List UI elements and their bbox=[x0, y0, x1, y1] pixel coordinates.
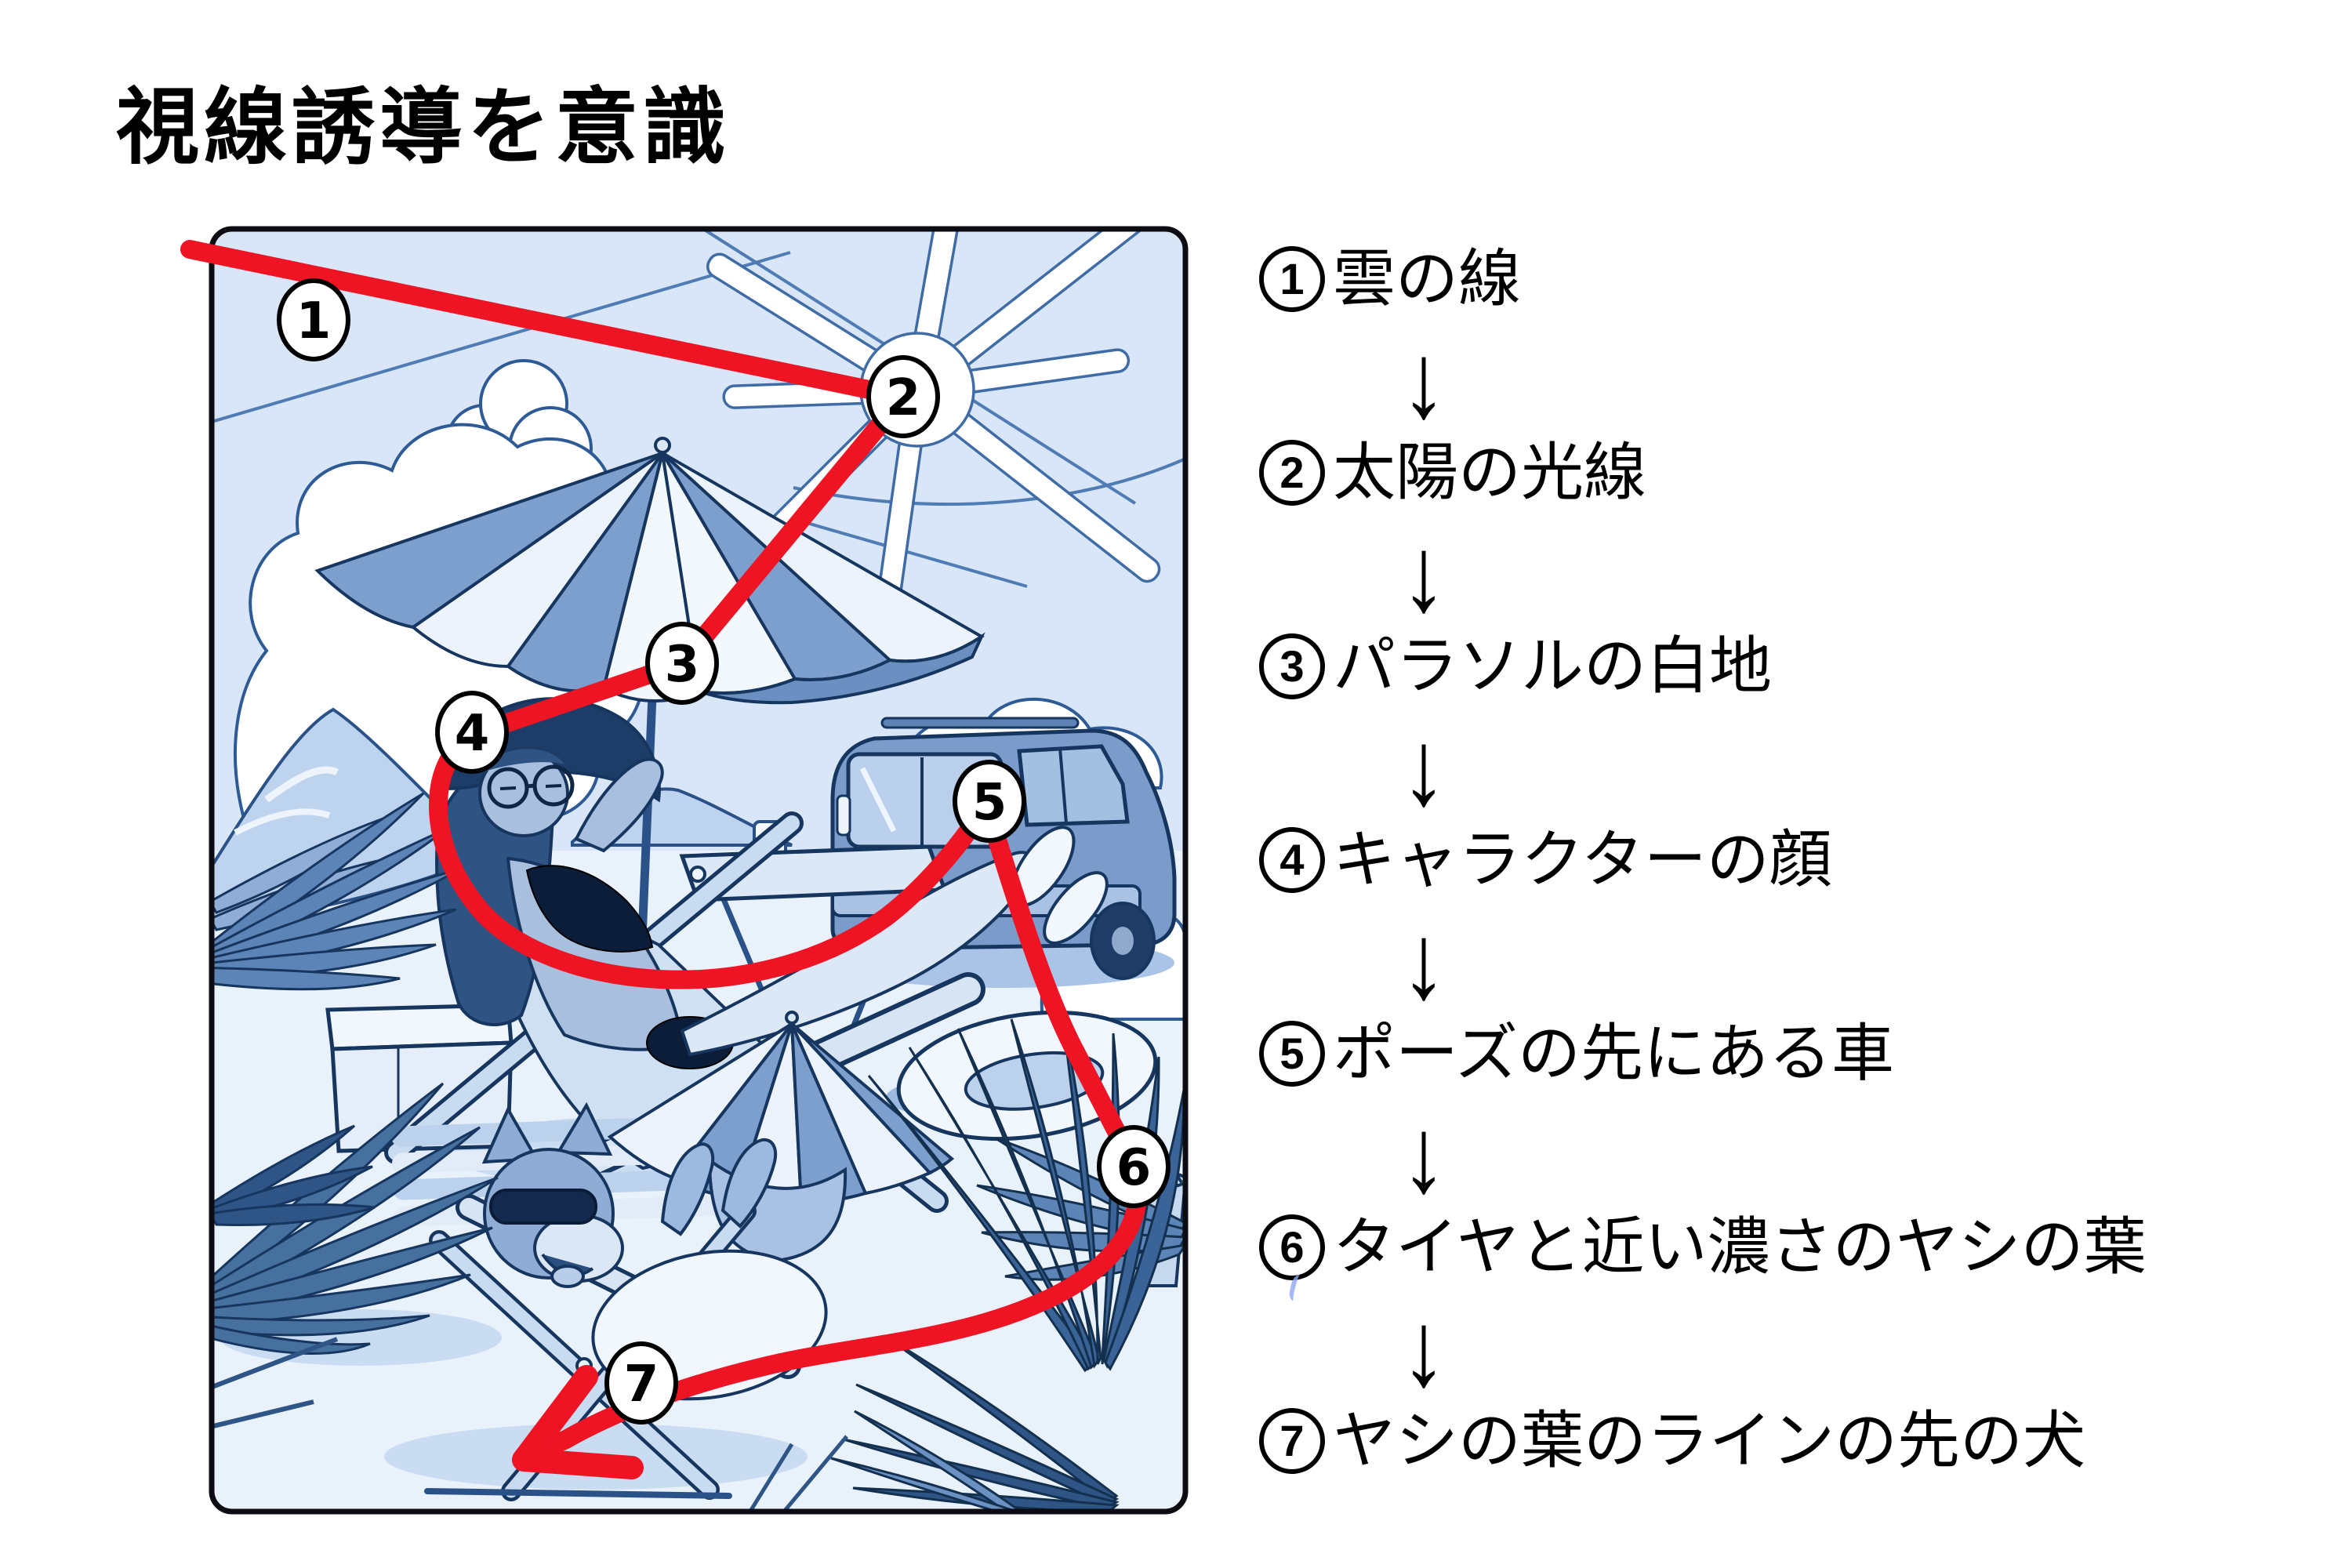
legend-number-2: 2 bbox=[1259, 440, 1325, 506]
route-marker-number: 2 bbox=[886, 369, 921, 427]
legend-item-7: 7 ヤシの葉のラインの先の犬 bbox=[1259, 1406, 2085, 1475]
beach-parasol bbox=[314, 437, 985, 995]
legend-label-6: タイヤと近い濃さのヤシの葉 bbox=[1333, 1212, 2147, 1282]
route-line bbox=[180, 240, 1148, 1468]
legend: 1 雲の線 ↓ 2 太陽の光線 ↓ 3 パラソルの白地 ↓ 4 キャラクターの顔… bbox=[1259, 0, 2349, 1568]
contrail-lines bbox=[212, 229, 1185, 588]
dog-ear-right bbox=[555, 1102, 613, 1156]
route-marker-circle bbox=[953, 760, 1026, 843]
down-arrow-icon: ↓ bbox=[1400, 1095, 1447, 1215]
woman-arm bbox=[574, 757, 664, 853]
legend-number-7: 7 bbox=[1259, 1408, 1325, 1474]
woman bbox=[435, 697, 1109, 1069]
legend-number-5: 5 bbox=[1259, 1021, 1325, 1087]
dog-paw-2 bbox=[720, 1138, 778, 1229]
route-marker-number: 4 bbox=[455, 705, 490, 763]
legend-label-7: ヤシの葉のラインの先の犬 bbox=[1333, 1406, 2085, 1475]
down-arrow-icon: ↓ bbox=[1400, 1289, 1447, 1409]
illustration-frame bbox=[209, 226, 1189, 1515]
gaze-route: 1 2 3 4 5 6 7 bbox=[180, 240, 1171, 1479]
route-marker-circle bbox=[866, 355, 940, 438]
legend-item-1: 1 雲の線 bbox=[1259, 245, 1521, 314]
woman-glasses bbox=[487, 764, 575, 809]
legend-label-4: キャラクターの顔 bbox=[1333, 825, 1832, 895]
legend-item-4: 4 キャラクターの顔 bbox=[1259, 826, 1832, 895]
legend-label-5: ポーズの先にある車 bbox=[1333, 1018, 1894, 1088]
route-arrowhead bbox=[512, 1365, 644, 1479]
down-arrow-icon: ↓ bbox=[1400, 708, 1447, 828]
legend-label-2: 太陽の光線 bbox=[1333, 437, 1646, 507]
down-arrow-icon: ↓ bbox=[1400, 514, 1447, 634]
route-marker-circle bbox=[435, 691, 509, 774]
down-arrow-icon: ↓ bbox=[1400, 902, 1447, 1022]
dog-tongue bbox=[550, 1265, 585, 1288]
legend-number-6: 6 bbox=[1259, 1214, 1325, 1280]
route-marker-number: 6 bbox=[1116, 1139, 1152, 1197]
legend-item-3: 3 パラソルの白地 bbox=[1259, 632, 1772, 701]
palm-leaves-left bbox=[212, 792, 499, 1429]
legend-number-1: 1 bbox=[1259, 246, 1325, 312]
legend-label-1: 雲の線 bbox=[1333, 244, 1521, 314]
route-marker-circle bbox=[1097, 1125, 1171, 1208]
legend-item-6: 6 タイヤと近い濃さのヤシの葉 bbox=[1259, 1213, 2147, 1282]
car-roof-rack bbox=[880, 717, 1080, 729]
route-marker-circle bbox=[645, 622, 719, 705]
route-markers: 1 2 3 4 5 6 7 bbox=[277, 278, 1171, 1425]
route-marker-circle bbox=[604, 1341, 678, 1425]
route-marker-circle bbox=[277, 278, 350, 361]
route-marker-number: 7 bbox=[624, 1356, 659, 1414]
down-arrow-icon: ↓ bbox=[1400, 321, 1447, 441]
car-side-window bbox=[1017, 744, 1130, 827]
legend-number-3: 3 bbox=[1259, 633, 1325, 699]
route-marker-number: 5 bbox=[972, 774, 1007, 832]
woman-bikini-top bbox=[525, 865, 654, 953]
page-title: 視線誘導を意識 bbox=[116, 82, 731, 174]
legend-label-3: パラソルの白地 bbox=[1333, 631, 1772, 701]
dog-paw-1 bbox=[660, 1142, 715, 1236]
legend-number-4: 4 bbox=[1259, 827, 1325, 893]
route-marker-number: 1 bbox=[296, 292, 332, 350]
legend-item-5: 5 ポーズの先にある車 bbox=[1259, 1019, 1894, 1088]
legend-item-2: 2 太陽の光線 bbox=[1259, 438, 1646, 507]
route-marker-number: 3 bbox=[665, 636, 700, 694]
dog-sunglasses bbox=[489, 1189, 597, 1225]
